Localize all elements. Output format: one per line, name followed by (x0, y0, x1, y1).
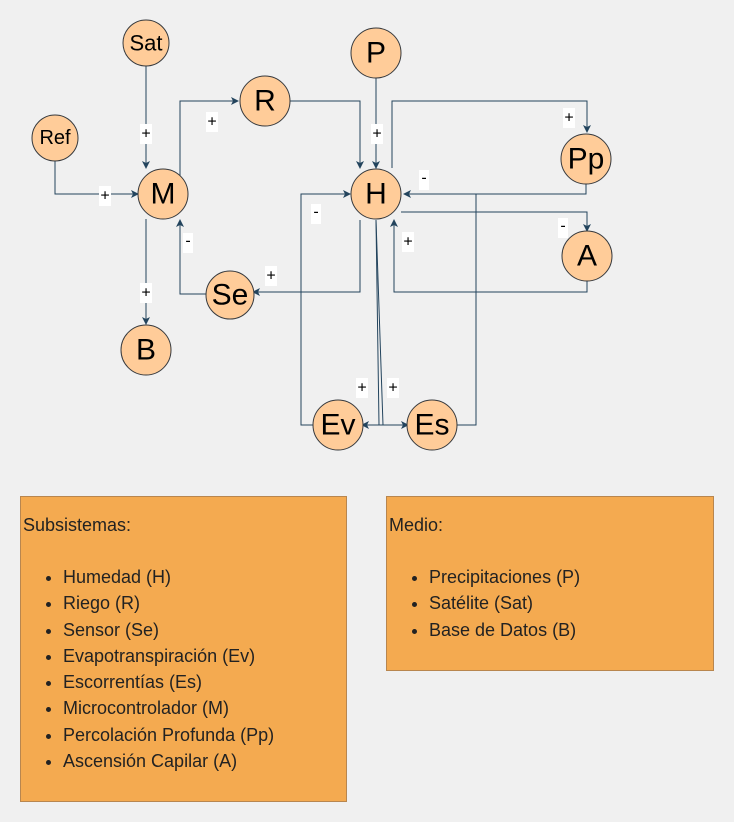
list-item: Humedad (H) (63, 564, 274, 590)
node-pp: Pp (560, 133, 612, 185)
sign-m-r: + (206, 112, 218, 132)
svg-text:+: + (388, 380, 397, 397)
sign-h-se: + (265, 266, 277, 286)
svg-text:Pp: Pp (568, 143, 605, 176)
node-sat: Sat (122, 19, 170, 67)
sign-p-h: + (371, 124, 383, 144)
svg-text:A: A (577, 240, 597, 273)
list-item: Base de Datos (B) (429, 617, 580, 643)
node-p: P (350, 27, 402, 79)
edge-ref-m (54, 161, 139, 198)
node-ref: Ref (31, 114, 79, 162)
svg-text:-: - (185, 233, 190, 250)
sign-sat-m: + (140, 124, 152, 144)
node-m: M (137, 168, 189, 220)
sign-se-m: - (183, 233, 193, 253)
edge-es-h (420, 193, 477, 426)
sign-h-es: + (387, 378, 399, 398)
list-item: Escorrentías (Es) (63, 669, 274, 695)
svg-text:+: + (357, 380, 366, 397)
node-es: Es (406, 399, 458, 451)
svg-text:-: - (560, 218, 565, 235)
sign-ev-h: - (311, 204, 321, 224)
list-item: Precipitaciones (P) (429, 564, 580, 590)
svg-text:+: + (372, 126, 381, 143)
svg-text:B: B (136, 334, 156, 367)
svg-text:R: R (254, 85, 276, 118)
subsistemas-panel: Subsistemas: Humedad (H) Riego (R) Senso… (20, 496, 347, 802)
node-se: Se (205, 270, 255, 320)
edge-signs: + + + + + + - - + + - - + + (99, 108, 575, 398)
edge-a-h (390, 219, 588, 293)
subsistemas-title: Subsistemas: (23, 515, 132, 535)
list-item: Sensor (Se) (63, 617, 274, 643)
node-ev: Ev (312, 399, 364, 451)
svg-text:+: + (403, 234, 412, 251)
edge-ev-h (300, 190, 351, 426)
edge-r-h (290, 100, 364, 169)
list-item: Evapotranspiración (Ev) (63, 643, 274, 669)
edge-m-r (179, 97, 239, 180)
list-item: Satélite (Sat) (429, 590, 580, 616)
svg-text:Sat: Sat (129, 31, 162, 56)
list-item: Ascensión Capilar (A) (63, 748, 274, 774)
svg-text:H: H (365, 178, 387, 211)
causal-loop-diagram: + + + + + + - - + + - - + + Sat Ref M R … (31, 19, 613, 451)
svg-text:+: + (141, 126, 150, 143)
sign-h-ev: + (356, 378, 368, 398)
node-b: B (120, 324, 172, 376)
sign-h-pp: + (563, 108, 575, 128)
medio-panel: Medio: Precipitaciones (P) Satélite (Sat… (386, 496, 714, 671)
edge-pp-h (403, 184, 587, 198)
svg-text:+: + (100, 188, 109, 205)
svg-text:+: + (266, 268, 275, 285)
edge-h-a (401, 211, 591, 232)
node-h: H (350, 168, 402, 220)
sign-a-h: + (402, 232, 414, 252)
medio-list: Precipitaciones (P) Satélite (Sat) Base … (387, 564, 580, 643)
edge-h-es (375, 219, 409, 429)
subsistemas-list: Humedad (H) Riego (R) Sensor (Se) Evapot… (21, 564, 274, 774)
svg-text:P: P (366, 37, 386, 70)
edges (54, 66, 591, 429)
edge-h-pp (391, 100, 591, 168)
list-item: Riego (R) (63, 590, 274, 616)
svg-text:Ev: Ev (320, 409, 355, 442)
sign-h-a: - (558, 218, 568, 238)
sign-m-b: + (140, 283, 152, 303)
svg-text:Es: Es (414, 409, 449, 442)
medio-title: Medio: (389, 515, 444, 535)
svg-text:M: M (151, 178, 176, 211)
list-item: Microcontrolador (M) (63, 695, 274, 721)
sign-pp-h: - (419, 170, 429, 190)
node-a: A (561, 230, 613, 282)
svg-text:Ref: Ref (39, 127, 71, 149)
svg-text:-: - (421, 170, 426, 187)
edge-se-m (176, 219, 206, 295)
edge-h-se (252, 220, 361, 296)
svg-text:+: + (207, 114, 216, 131)
svg-text:+: + (141, 285, 150, 302)
nodes: Sat Ref M R P H Pp A Se B Ev Es (31, 19, 613, 451)
svg-text:-: - (313, 204, 318, 221)
sign-ref-m: + (99, 186, 111, 206)
list-item: Percolación Profunda (Pp) (63, 722, 274, 748)
node-r: R (239, 75, 291, 127)
svg-text:+: + (564, 110, 573, 127)
svg-text:Se: Se (212, 279, 249, 312)
